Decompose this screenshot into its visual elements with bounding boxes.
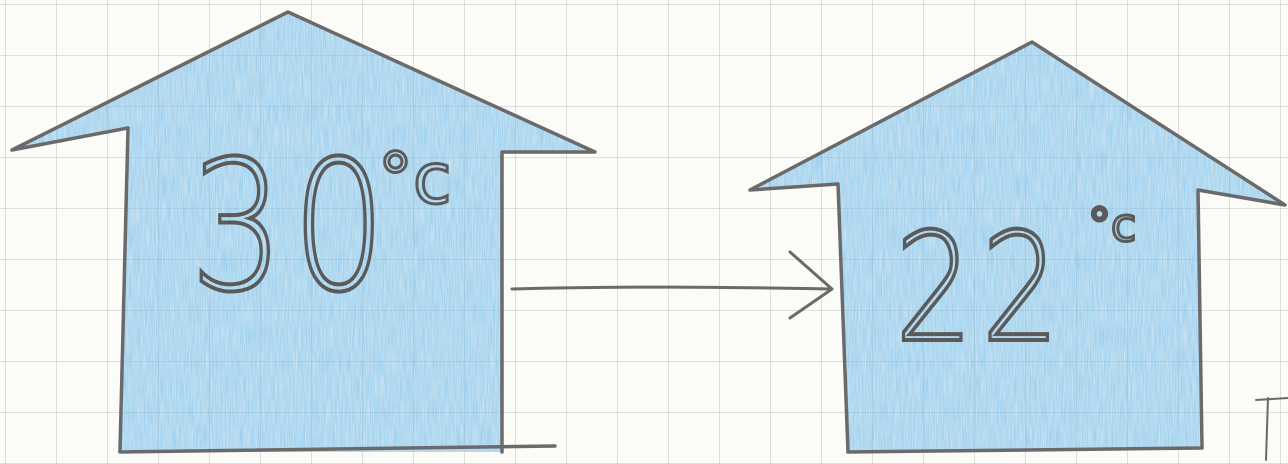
left-house-unit: °c bbox=[378, 144, 452, 214]
stray-pencil-mark bbox=[1256, 398, 1288, 460]
right-house-temperature: 22 bbox=[895, 214, 1068, 364]
right-house-unit: °c bbox=[1088, 202, 1136, 248]
left-house-temperature: 30 bbox=[190, 138, 394, 318]
right-arrow-icon bbox=[512, 252, 832, 318]
